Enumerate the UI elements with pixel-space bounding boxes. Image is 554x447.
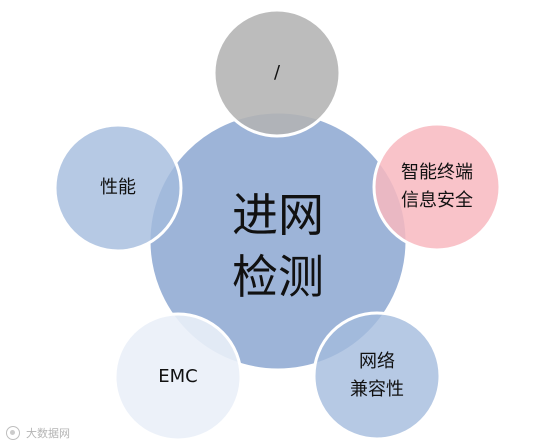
bottom-right-node-label-line1: 网络 xyxy=(359,351,395,372)
center-label-line1: 进网 xyxy=(232,188,324,242)
left-circle xyxy=(53,123,183,253)
right-circle xyxy=(372,122,502,252)
bottom-right-node-label-line2: 兼容性 xyxy=(350,379,404,400)
bottom-left-circle xyxy=(113,312,243,442)
watermark-text: 大数据网 xyxy=(26,428,70,440)
watermark: 大数据网 xyxy=(6,425,70,441)
bottom-right-circle xyxy=(312,311,442,441)
top-circle xyxy=(212,8,342,138)
watermark-logo-icon xyxy=(6,426,20,440)
right-node-label-line1: 智能终端 xyxy=(401,162,473,183)
left-node-label: 性能 xyxy=(100,177,136,198)
center-label-line2: 检测 xyxy=(232,250,324,304)
top-node-label: / xyxy=(274,62,281,83)
right-node-label-line2: 信息安全 xyxy=(401,190,473,211)
bottom-left-node-label: EMC xyxy=(158,366,197,387)
